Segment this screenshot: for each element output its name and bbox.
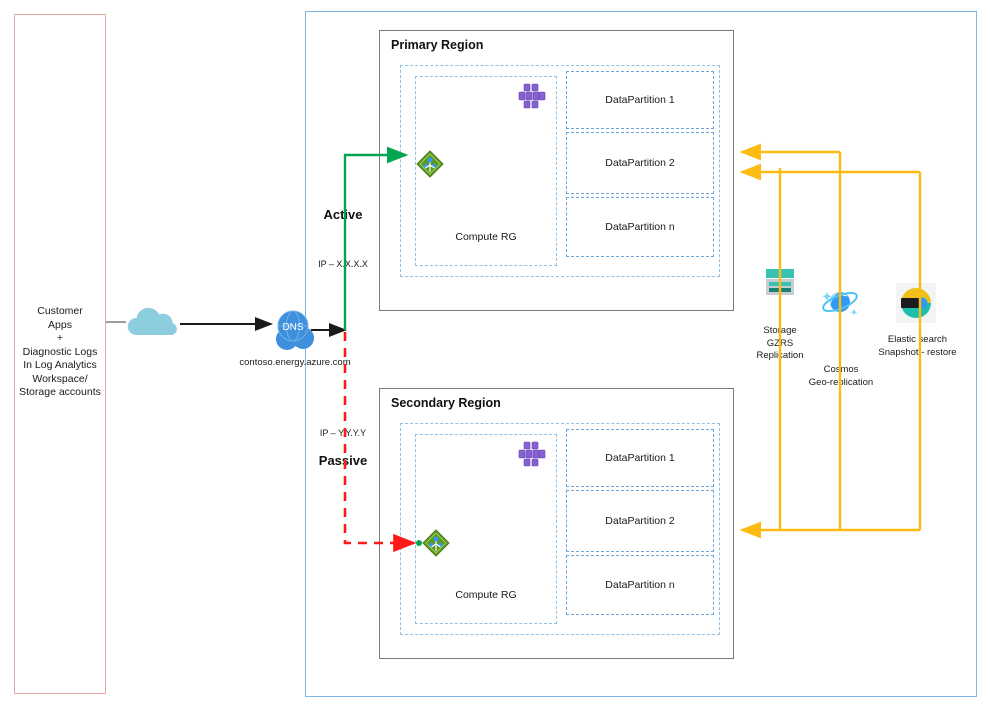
primary-region-box: Primary Region Compute RG bbox=[379, 30, 734, 311]
dns-icon: DNS bbox=[270, 309, 316, 353]
secondary-datapartition-2: DataPartition 2 bbox=[566, 490, 714, 552]
secondary-region-title: Secondary Region bbox=[391, 396, 501, 410]
load-balancer-icon bbox=[416, 150, 444, 178]
svg-text:DNS: DNS bbox=[282, 322, 303, 333]
azure-storage-icon bbox=[760, 263, 800, 303]
primary-region-title: Primary Region bbox=[391, 38, 484, 52]
active-ip-label: IP – X.X.X.X bbox=[318, 259, 368, 269]
elastic-search-icon bbox=[896, 283, 936, 323]
secondary-region-box: Secondary Region Compute RG bbox=[379, 388, 734, 659]
primary-datapartition-n: DataPartition n bbox=[566, 197, 714, 257]
passive-ip-label: IP – Y.Y.Y.Y bbox=[319, 428, 367, 438]
load-balancer-icon bbox=[422, 529, 450, 557]
cosmos-db-icon bbox=[820, 282, 860, 322]
aks-cluster-icon bbox=[517, 83, 547, 111]
secondary-datapartition-1: DataPartition 1 bbox=[566, 429, 714, 487]
active-label: Active bbox=[323, 207, 363, 222]
passive-label: Passive bbox=[318, 453, 368, 468]
primary-datapartition-2: DataPartition 2 bbox=[566, 132, 714, 194]
dns-domain-label: contoso.energy.azure.com bbox=[239, 357, 351, 368]
primary-datapartition-1: DataPartition 1 bbox=[566, 71, 714, 129]
aks-cluster-icon bbox=[517, 441, 547, 469]
secondary-compute-rg-label: Compute RG bbox=[455, 589, 517, 601]
primary-compute-rg-label: Compute RG bbox=[455, 231, 517, 243]
secondary-datapartition-n: DataPartition n bbox=[566, 555, 714, 615]
cloud-icon bbox=[124, 306, 182, 336]
customer-apps-panel bbox=[14, 14, 106, 694]
